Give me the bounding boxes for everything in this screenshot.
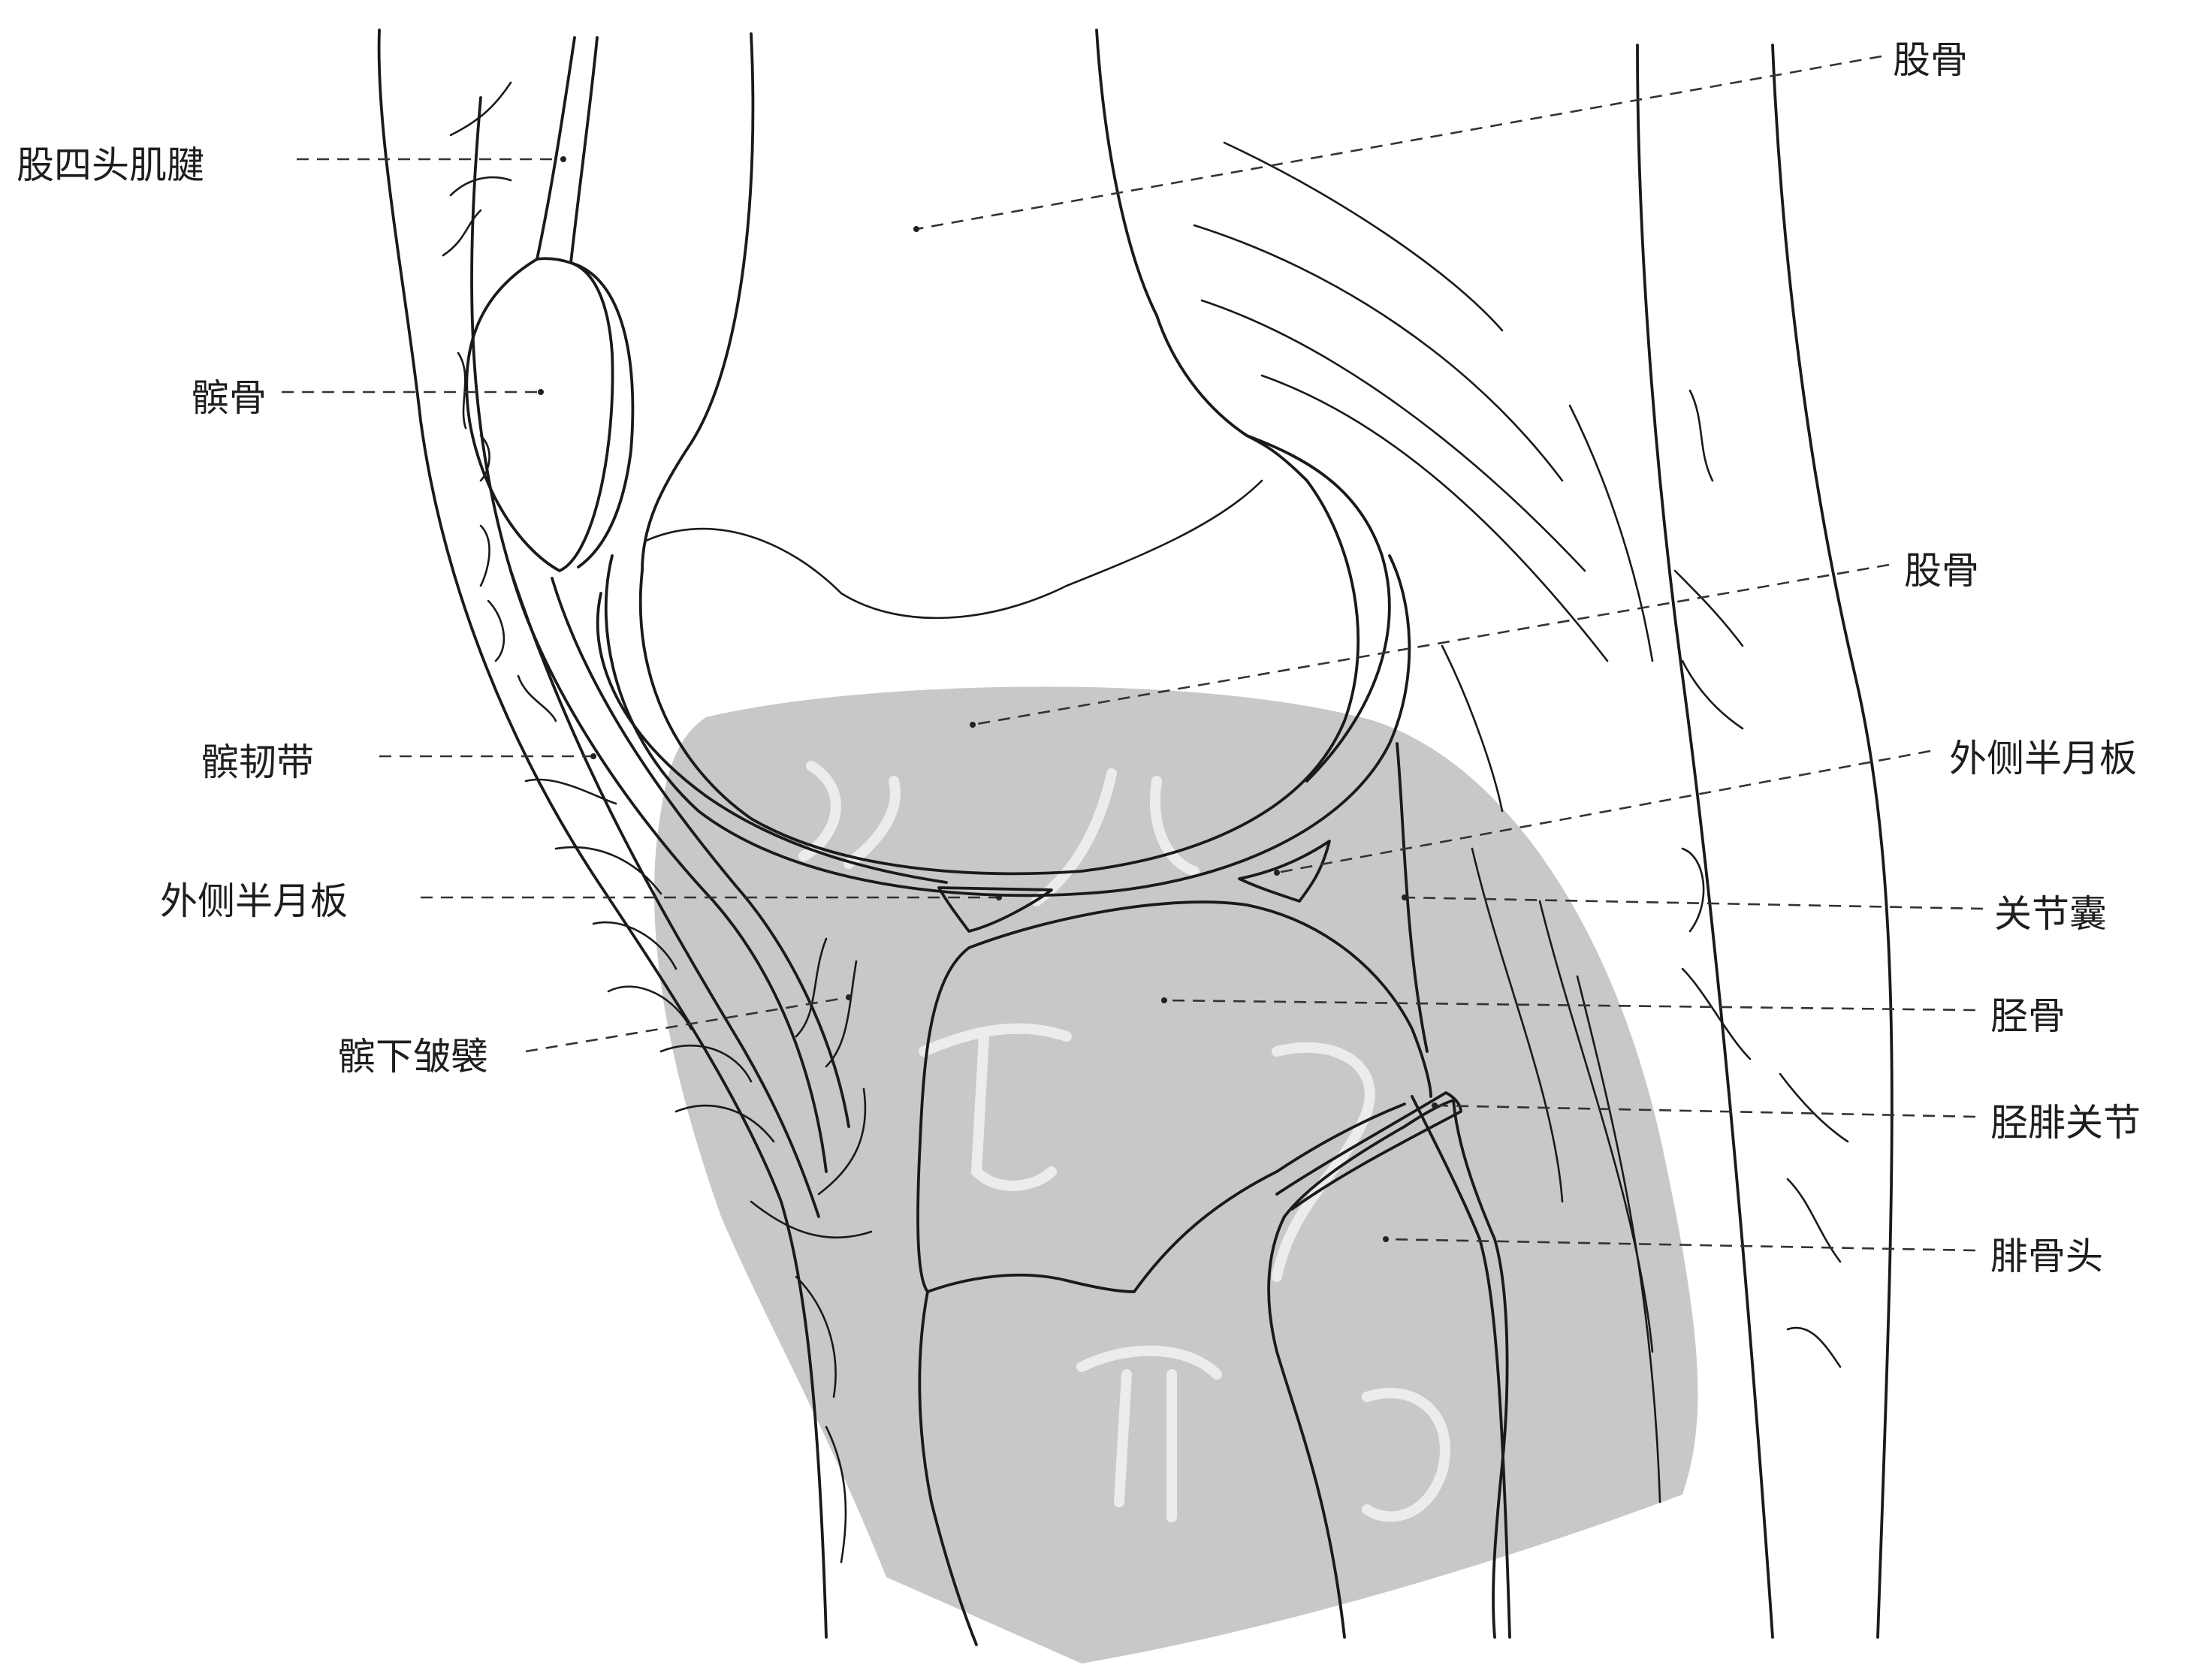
label-patella: 髌骨 [192, 379, 267, 417]
epiphyseal-line-femur [646, 481, 1262, 618]
label-joint-capsule: 关节囊 [1994, 895, 2107, 933]
label-fibular-head: 腓骨头 [1990, 1238, 2103, 1275]
label-lateral-meniscus-left: 外侧半月板 [160, 882, 348, 920]
quadriceps-tendon-line-back [571, 38, 597, 263]
label-femur-condyle: 股骨 [1904, 552, 1979, 590]
patella-cartilage [571, 263, 632, 567]
posterior-muscle-line-4 [1262, 376, 1607, 661]
label-femur-top: 股骨 [1893, 41, 1968, 79]
label-quadriceps-tendon: 股四头肌腱 [17, 146, 204, 184]
label-tibia: 胫骨 [1990, 997, 2066, 1035]
posterior-muscle-line-3 [1202, 300, 1585, 571]
posterior-muscle-line-6 [1570, 406, 1652, 661]
skin-posterior-outer [1773, 45, 1892, 1637]
patella-outline [466, 258, 612, 571]
quadriceps-tendon-line-front [537, 38, 575, 259]
label-infrapatellar-fold: 髌下皱襞 [338, 1038, 488, 1075]
label-patellar-ligament: 髌韧带 [201, 744, 314, 781]
femur-posterior-cortex [1097, 30, 1390, 781]
label-tibiofibular-joint: 胫腓关节 [1990, 1104, 2141, 1142]
posterior-muscle-line-2 [1194, 225, 1562, 481]
label-lateral-meniscus-right: 外侧半月板 [1949, 740, 2137, 777]
femur-anterior-cortex [642, 34, 753, 571]
leader-femur-top [916, 56, 1882, 229]
